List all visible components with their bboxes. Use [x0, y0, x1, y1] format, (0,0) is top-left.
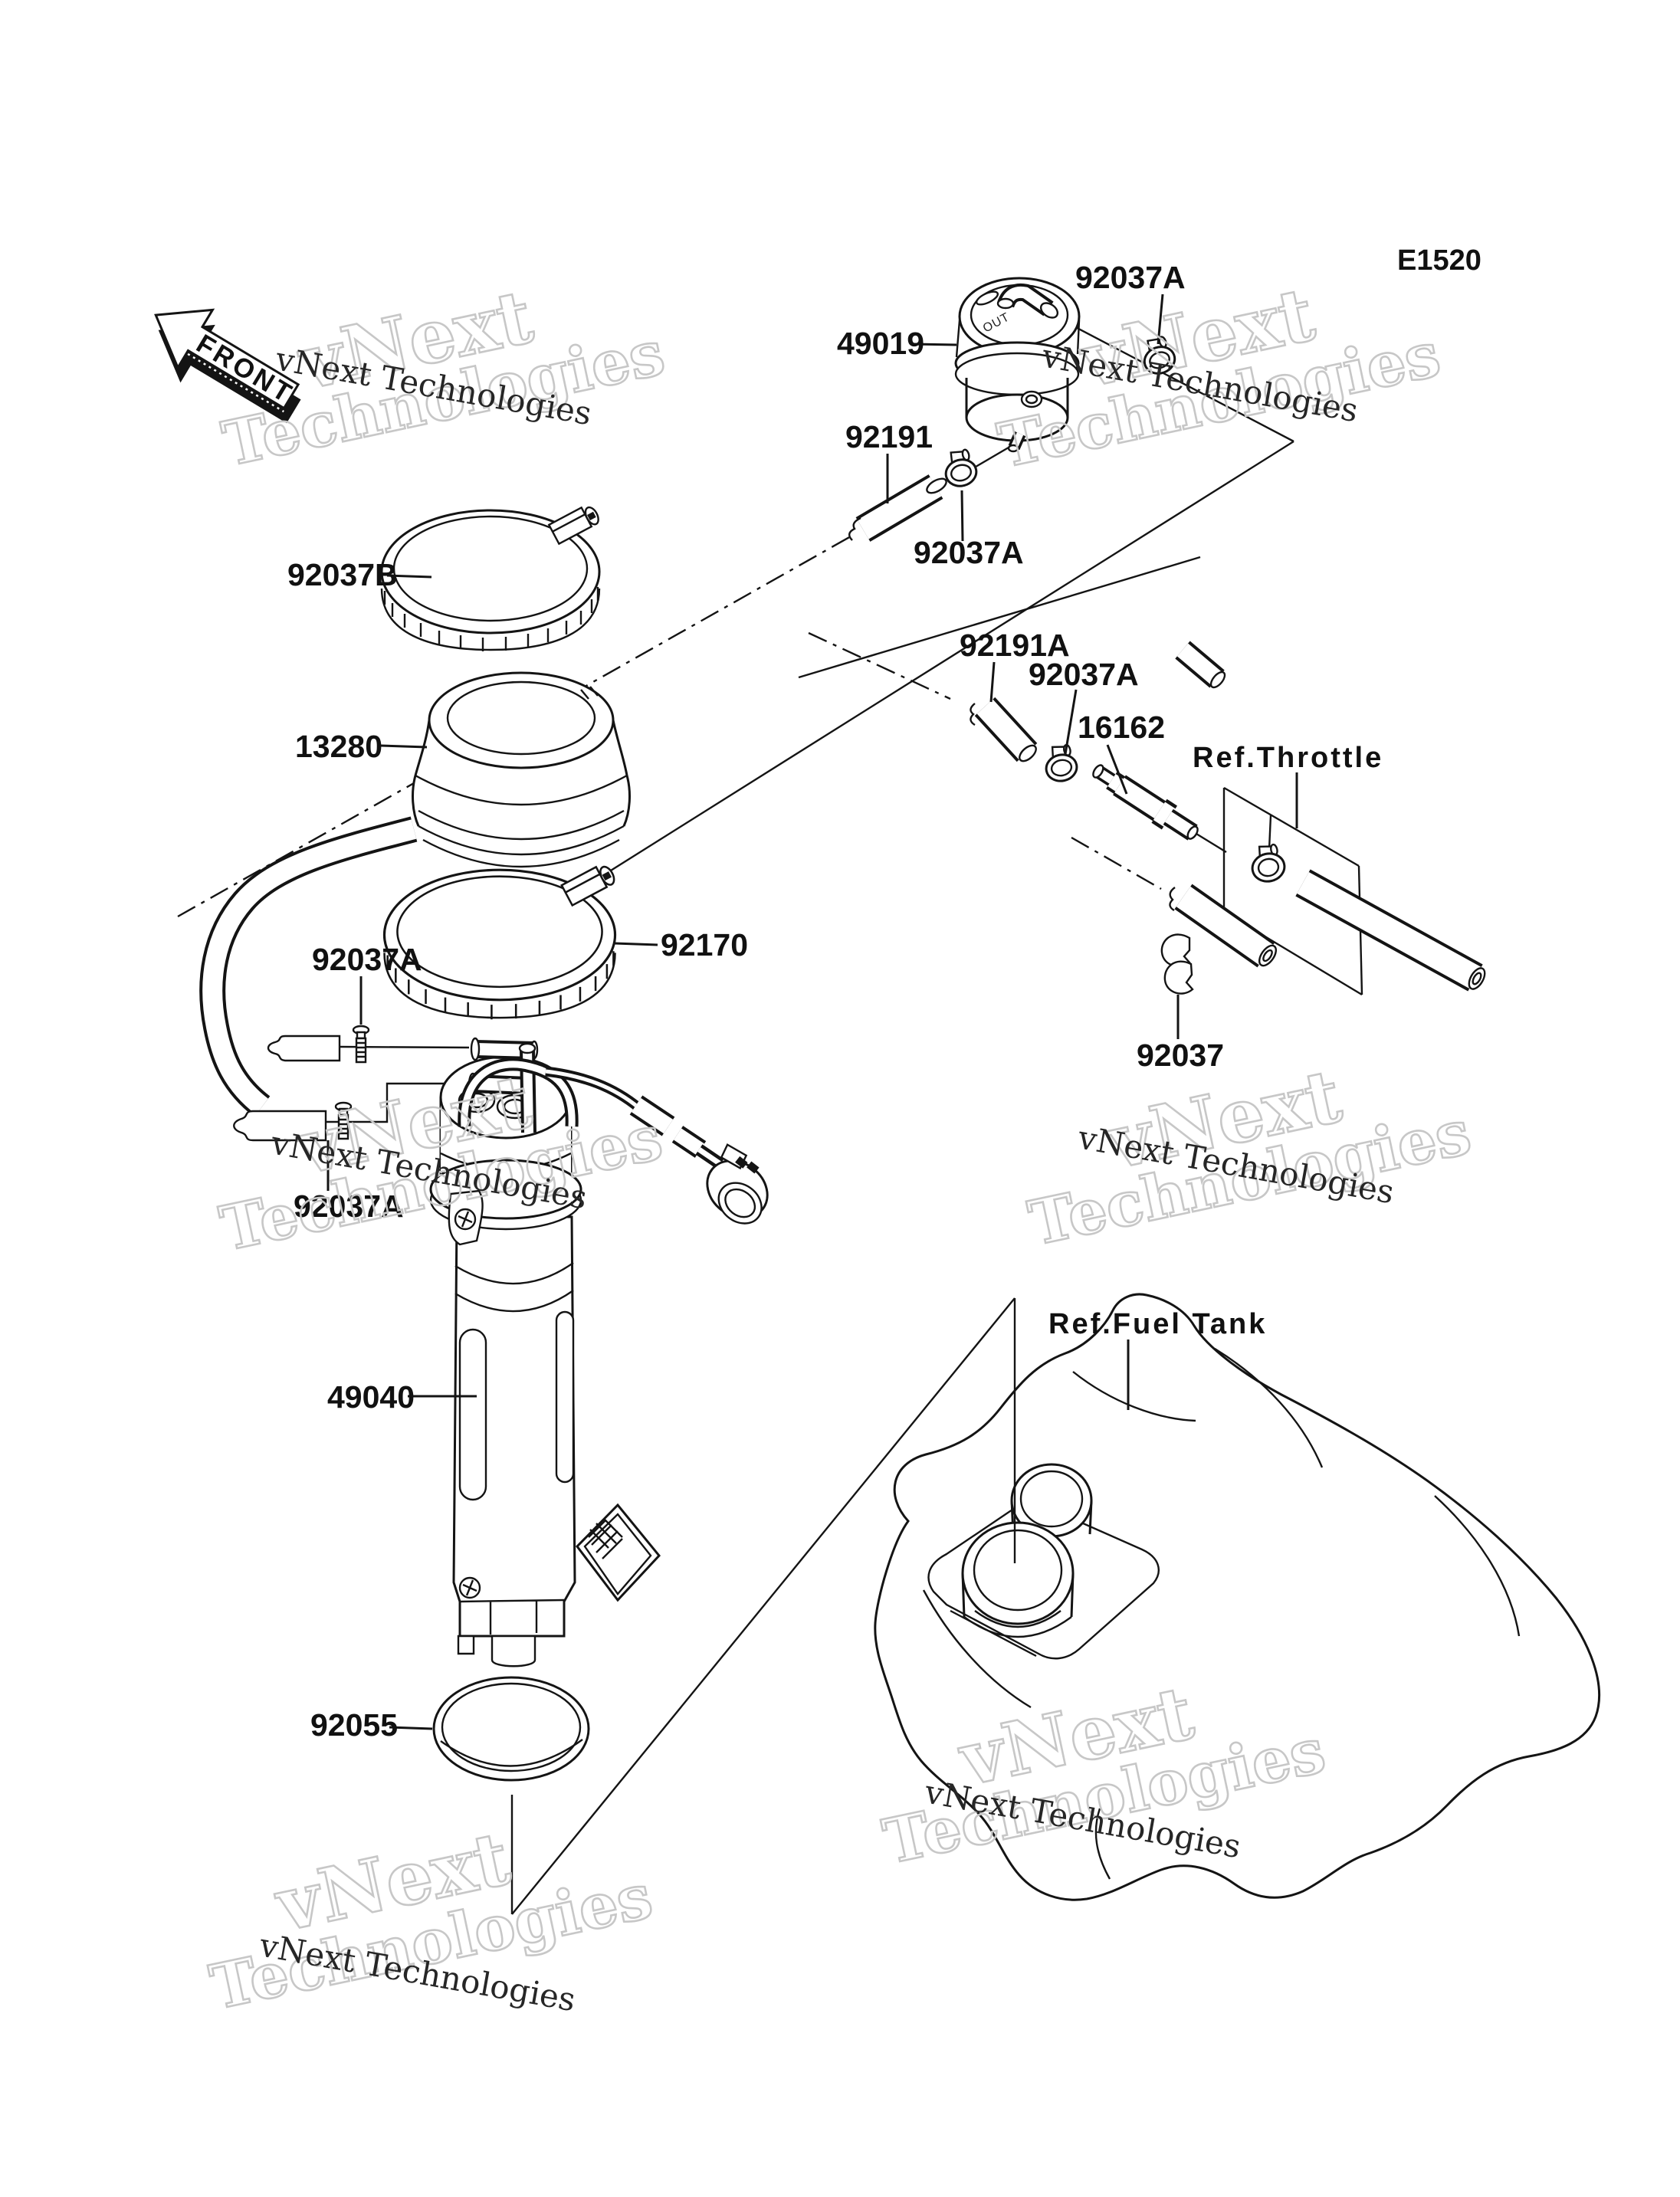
- pump-wire-harness: [545, 1066, 769, 1225]
- drawing-code: E1520: [1397, 244, 1481, 277]
- pump-strainer: [576, 1503, 661, 1602]
- leader-92037a-canister: [1157, 293, 1164, 345]
- leader-92037b: [386, 574, 432, 579]
- label-92191: 92191: [845, 419, 933, 454]
- fuel-filter-canister: OUT: [954, 277, 1081, 453]
- leader-49019: [911, 343, 957, 346]
- hose-sleeve-lower: [233, 1110, 327, 1142]
- hose-right: [1295, 869, 1486, 992]
- clip-92037: [1160, 933, 1194, 995]
- axis-dash-fuel-line-a: [808, 631, 951, 700]
- hose-lower-middle: [1169, 884, 1278, 968]
- long-curved-hose: [199, 816, 418, 1117]
- label-92191a: 92191A: [960, 628, 1070, 663]
- leader-92037a-fuel-line: [1064, 689, 1078, 755]
- clamp-92037a-fuel-line: [1045, 743, 1078, 782]
- fuel-line-assembly: [970, 697, 1486, 995]
- pump-slot-right: [555, 1310, 575, 1484]
- leader-92191a: [989, 661, 996, 703]
- o-ring-92055: [432, 1676, 590, 1782]
- section-line-upper: [1065, 320, 1294, 443]
- canister-top-slot: [975, 290, 999, 306]
- leader-13280: [380, 744, 428, 749]
- label-92037: 92037: [1137, 1038, 1224, 1073]
- clamp-92170: [382, 865, 617, 1020]
- clamp-92037a-hose: [944, 448, 978, 487]
- label-ref-throttle: Ref.Throttle: [1193, 742, 1383, 774]
- leader-92170: [614, 942, 658, 946]
- leader-92037a-hose: [960, 490, 964, 542]
- clamp-92037b: [380, 506, 601, 651]
- watermarks: vNext Technologies vNext Technologies vN…: [203, 270, 1478, 2025]
- label-13280: 13280: [295, 729, 382, 764]
- hose-sleeve-upper: [267, 1035, 341, 1062]
- fuel-pump-49040: [429, 1037, 769, 1667]
- canister-bottom-nipple: [1007, 431, 1026, 453]
- pump-slot-left: [458, 1328, 487, 1501]
- clamp-92037a-canister: [1143, 336, 1176, 375]
- label-49019: 49019: [837, 326, 924, 361]
- watermark-cluster: vNext Technologies vNext Technologies: [1022, 1051, 1478, 1261]
- label-92037a-screw-lower: 92037A: [294, 1189, 404, 1224]
- pump-inlet-tubes: [458, 1037, 579, 1133]
- label-92037a-screw-upper: 92037A: [312, 942, 422, 977]
- tank-pointer-lines: [510, 1297, 1016, 1915]
- label-92055: 92055: [310, 1707, 398, 1743]
- leader-16162: [1106, 744, 1128, 795]
- label-92037b: 92037B: [287, 557, 398, 592]
- section-line-lower: [571, 440, 1294, 897]
- fuel-tank-ref: [874, 1293, 1601, 1901]
- bellows-13280: [412, 671, 631, 868]
- construction-lines: [177, 320, 1363, 1123]
- label-16162: 16162: [1078, 710, 1165, 745]
- leader-lower-hose-route: [326, 1082, 468, 1123]
- label-92037a-fuel-line: 92037A: [1029, 657, 1139, 692]
- label-92037a-canister: 92037A: [1075, 260, 1186, 295]
- section-line-mid: [798, 556, 1201, 679]
- axis-dash-fuel-line-b: [1071, 836, 1162, 890]
- joint-16162: [1092, 764, 1199, 841]
- clamp-screw-housing: [547, 506, 599, 546]
- label-49040: 49040: [327, 1379, 415, 1415]
- clamp-throttle-side: [1251, 843, 1286, 883]
- screw-92037a-lower: [334, 1101, 353, 1140]
- label-ref-fuel-tank: Ref.Fuel Tank: [1048, 1308, 1267, 1340]
- clamp-screw-housing: [560, 865, 615, 907]
- label-92170: 92170: [661, 927, 748, 962]
- screw-92037a-upper: [352, 1025, 370, 1064]
- stub-tube-upper-right: [1175, 641, 1226, 689]
- label-92037a-hose: 92037A: [914, 535, 1024, 570]
- watermark-cluster: vNext Technologies vNext Technologies: [215, 272, 671, 481]
- axis-solid-joint: [1192, 830, 1227, 854]
- hose-92191a: [970, 697, 1038, 762]
- callouts: 49019 92037A 92191 92037A 92037B 13280 9…: [287, 260, 1383, 1743]
- leader-92055: [389, 1726, 433, 1730]
- tank-front-port: [961, 1521, 1075, 1638]
- watermark-cluster: vNext Technologies vNext Technologies: [203, 1814, 659, 2025]
- canister-elbow-tube: [996, 283, 1059, 319]
- hose-92191: [848, 474, 947, 542]
- pump-connector: [706, 1143, 769, 1225]
